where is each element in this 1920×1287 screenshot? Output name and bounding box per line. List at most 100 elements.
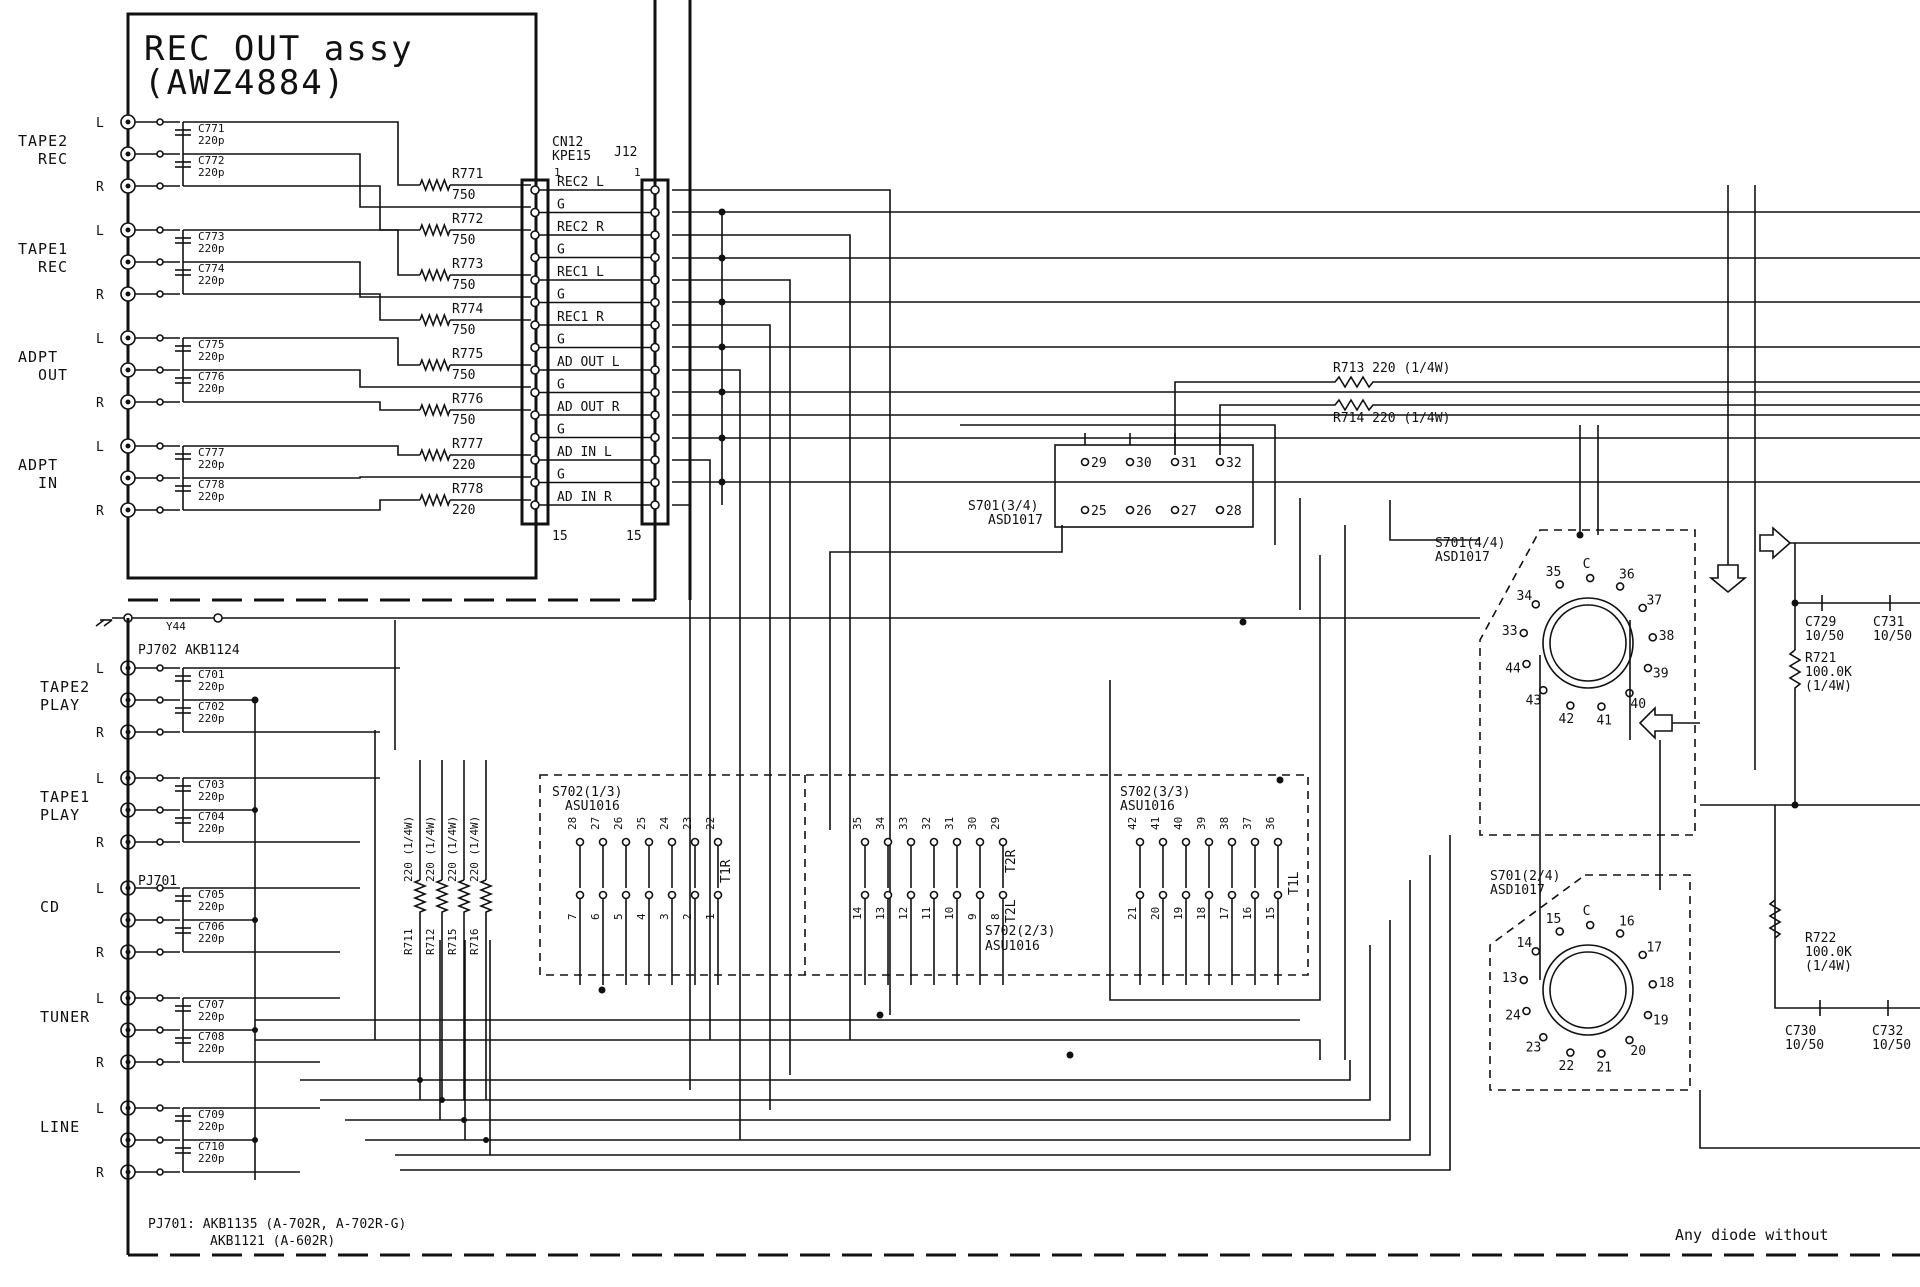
j12-pin bbox=[650, 500, 660, 510]
j12-pin bbox=[650, 185, 660, 195]
cn12-pin bbox=[530, 207, 540, 218]
input-group-name: CD bbox=[40, 898, 60, 916]
cn12-pin bbox=[530, 455, 540, 465]
switch-s701-2-4: S701(2/4) ASD1017 15C1617181920212223241… bbox=[1489, 869, 1691, 1091]
j12-pin bbox=[650, 410, 660, 420]
cn12-part: KPE15 bbox=[552, 149, 591, 164]
switch-pin: 38 bbox=[1218, 817, 1231, 830]
jack-right-letter: R bbox=[96, 1166, 104, 1181]
t1r-label: T1R bbox=[719, 859, 734, 883]
switch-pin: 28 bbox=[566, 817, 579, 830]
switch-pin: 31 bbox=[943, 817, 956, 830]
switch-pin: 24 bbox=[658, 816, 671, 830]
cap-ref: C777 bbox=[198, 446, 225, 459]
resistor-value: 750 bbox=[452, 188, 475, 203]
s702-3-3-part: ASU1016 bbox=[1120, 799, 1175, 814]
switch-pin: 33 bbox=[897, 817, 910, 830]
switch-pin: 2 bbox=[681, 913, 694, 920]
cap-value: 220p bbox=[198, 900, 225, 913]
cap-value: 220p bbox=[198, 822, 225, 835]
s701-2-4-part: ASD1017 bbox=[1490, 883, 1545, 898]
rec-group-name: ADPT bbox=[18, 456, 58, 474]
jack-right-letter: R bbox=[96, 288, 104, 303]
cap-value: 220p bbox=[198, 1120, 225, 1133]
switch-pin: 23 bbox=[681, 817, 694, 830]
switch-pin: 30 bbox=[966, 817, 979, 830]
switch-pin: 34 bbox=[874, 816, 887, 830]
rec-out-title: REC OUT assy bbox=[144, 29, 414, 69]
s702-2-3-part: ASU1016 bbox=[985, 939, 1040, 954]
jack-right-letter: R bbox=[96, 396, 104, 411]
jack-right-letter: R bbox=[96, 836, 104, 851]
rotary-pin: 44 bbox=[1505, 662, 1521, 677]
jack-right-letter: R bbox=[96, 1056, 104, 1071]
rotary-pin: 15 bbox=[1546, 912, 1562, 927]
switch-pin: 41 bbox=[1149, 817, 1162, 830]
rotary-pin: 34 bbox=[1517, 589, 1533, 604]
s702-1-3-label: S702(1/3) bbox=[552, 785, 622, 800]
resistor-ref: R716 bbox=[468, 929, 481, 956]
c729-label: C729 bbox=[1805, 615, 1836, 630]
s701-4-4-part: ASD1017 bbox=[1435, 550, 1490, 565]
resistor-ref: R773 bbox=[452, 257, 483, 272]
cap-ref: C773 bbox=[198, 230, 225, 243]
switch-pin: 39 bbox=[1195, 817, 1208, 830]
resistor-ref: R711 bbox=[402, 929, 415, 956]
switch-pin: 32 bbox=[1226, 456, 1242, 471]
rotary-pin: 42 bbox=[1559, 712, 1575, 727]
cap-ref: C701 bbox=[198, 668, 225, 681]
output-components: R721 100.0K (1/4W) C729 10/50 C731 10/50… bbox=[1699, 543, 1920, 1149]
c730-label: C730 bbox=[1785, 1024, 1816, 1039]
rotary-pin: 37 bbox=[1646, 593, 1662, 608]
rec-group-name: TAPE2 bbox=[18, 132, 68, 150]
cn12-pin bbox=[530, 297, 540, 308]
left-arrow-icon bbox=[1638, 706, 1673, 740]
switch-pin: 26 bbox=[1136, 504, 1152, 519]
switch-pin: 42 bbox=[1126, 817, 1139, 830]
c731-label: C731 bbox=[1873, 615, 1904, 630]
switch-pin: 19 bbox=[1172, 907, 1185, 920]
switch-pin: 28 bbox=[1226, 504, 1242, 519]
cap-ref: C710 bbox=[198, 1140, 225, 1153]
signal-name: REC2 L bbox=[557, 175, 604, 190]
cap-ref: C775 bbox=[198, 338, 225, 351]
switch-pin: 9 bbox=[966, 913, 979, 920]
signal-bus bbox=[672, 189, 1920, 1140]
down-arrow-icon bbox=[1708, 564, 1748, 594]
jack-left-letter: L bbox=[96, 882, 104, 897]
resistor-value: 220 bbox=[452, 458, 475, 473]
jack-right-letter: R bbox=[96, 946, 104, 961]
j12-pin bbox=[650, 477, 660, 488]
j12-pin bbox=[650, 207, 660, 218]
resistor-value: 220 (1/4W) bbox=[402, 816, 415, 882]
cn12-label: CN12 bbox=[552, 135, 583, 150]
cap-ref: C708 bbox=[198, 1030, 225, 1043]
resistor-ref: R776 bbox=[452, 392, 483, 407]
cap-ref: C702 bbox=[198, 700, 225, 713]
s701-3-4-label: S701(3/4) bbox=[968, 499, 1038, 514]
cap-ref: C705 bbox=[198, 888, 225, 901]
rotary-pin: 33 bbox=[1502, 624, 1518, 639]
cn12-pin bbox=[530, 320, 540, 330]
pj701-note-1: PJ701: AKB1135 (A-702R, A-702R-G) bbox=[148, 1217, 406, 1232]
cap-value: 220p bbox=[198, 712, 225, 725]
j12-label: J12 bbox=[614, 145, 637, 160]
t2l-label: T2L bbox=[1004, 899, 1019, 923]
jack-left-letter: L bbox=[96, 116, 104, 131]
signal-name: REC1 L bbox=[557, 265, 604, 280]
jack-right-letter: R bbox=[96, 180, 104, 195]
j12-pin bbox=[650, 230, 660, 240]
cap-value: 220p bbox=[198, 350, 225, 363]
cap-ref: C709 bbox=[198, 1108, 225, 1121]
cap-ref: C707 bbox=[198, 998, 225, 1011]
rotary-pin: 35 bbox=[1546, 565, 1562, 580]
resistor-value: 220 bbox=[452, 503, 475, 518]
switch-pin: 18 bbox=[1195, 907, 1208, 920]
cap-value: 220p bbox=[198, 490, 225, 503]
j12-pin bbox=[650, 432, 660, 443]
j12-pin bbox=[650, 387, 660, 398]
j12-pin bbox=[650, 455, 660, 465]
switch-pin: 40 bbox=[1172, 817, 1185, 830]
